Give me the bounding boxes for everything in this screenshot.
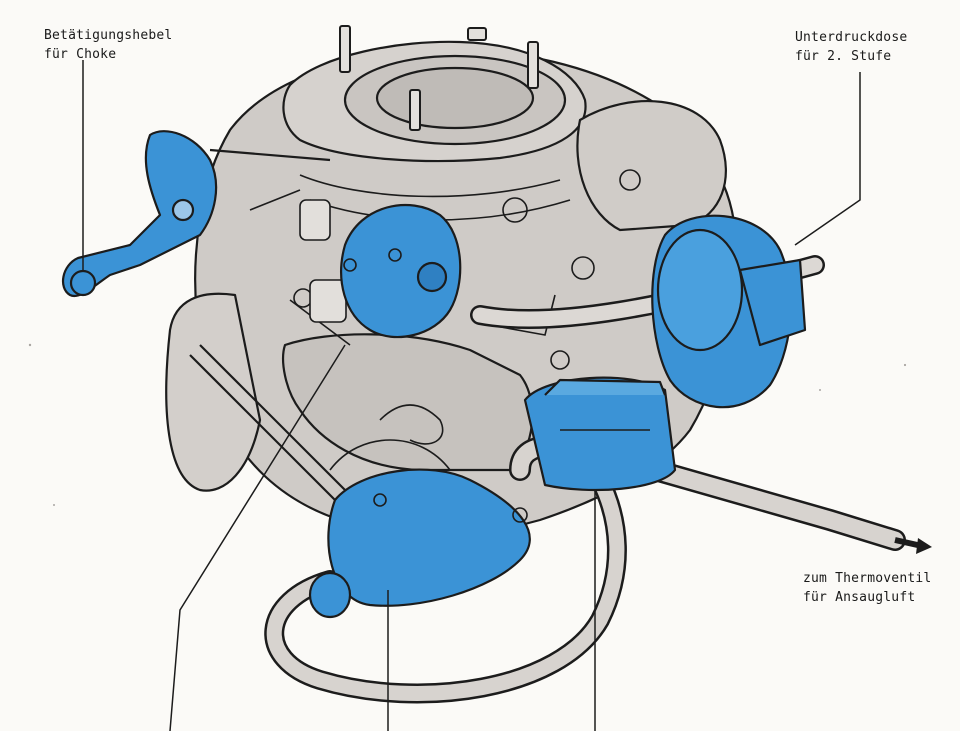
link-rods [189, 148, 346, 501]
paper-specks [28, 343, 907, 506]
label-vacuum-unit-line2: für 2. Stufe [795, 49, 892, 64]
blue-part-details [249, 189, 650, 523]
leader-vacuum-unit [794, 72, 861, 246]
label-choke-lever: Betätigungshebel für Choke [44, 26, 172, 64]
label-vacuum-unit: Unterdruckdose für 2. Stufe [795, 28, 907, 66]
mounting-studs [339, 25, 539, 131]
diaphragm-unit [340, 203, 462, 339]
highlighted-parts [61, 130, 807, 619]
body-details [289, 169, 641, 471]
loop-hose [264, 470, 627, 704]
label-thermo-valve-line1: zum Thermoventil [803, 571, 932, 586]
label-thermo-valve: zum Thermoventil für Ansaugluft [803, 569, 931, 607]
label-thermo-valve-line2: für Ansaugluft [803, 590, 916, 605]
label-vacuum-unit-line1: Unterdruckdose [795, 30, 908, 45]
leader-left-bottom [169, 344, 346, 731]
label-choke-lever-line1: Betätigungshebel [44, 28, 173, 43]
carburetor-body [165, 40, 737, 537]
leader-lines [82, 60, 861, 731]
label-choke-lever-line2: für Choke [44, 47, 117, 62]
